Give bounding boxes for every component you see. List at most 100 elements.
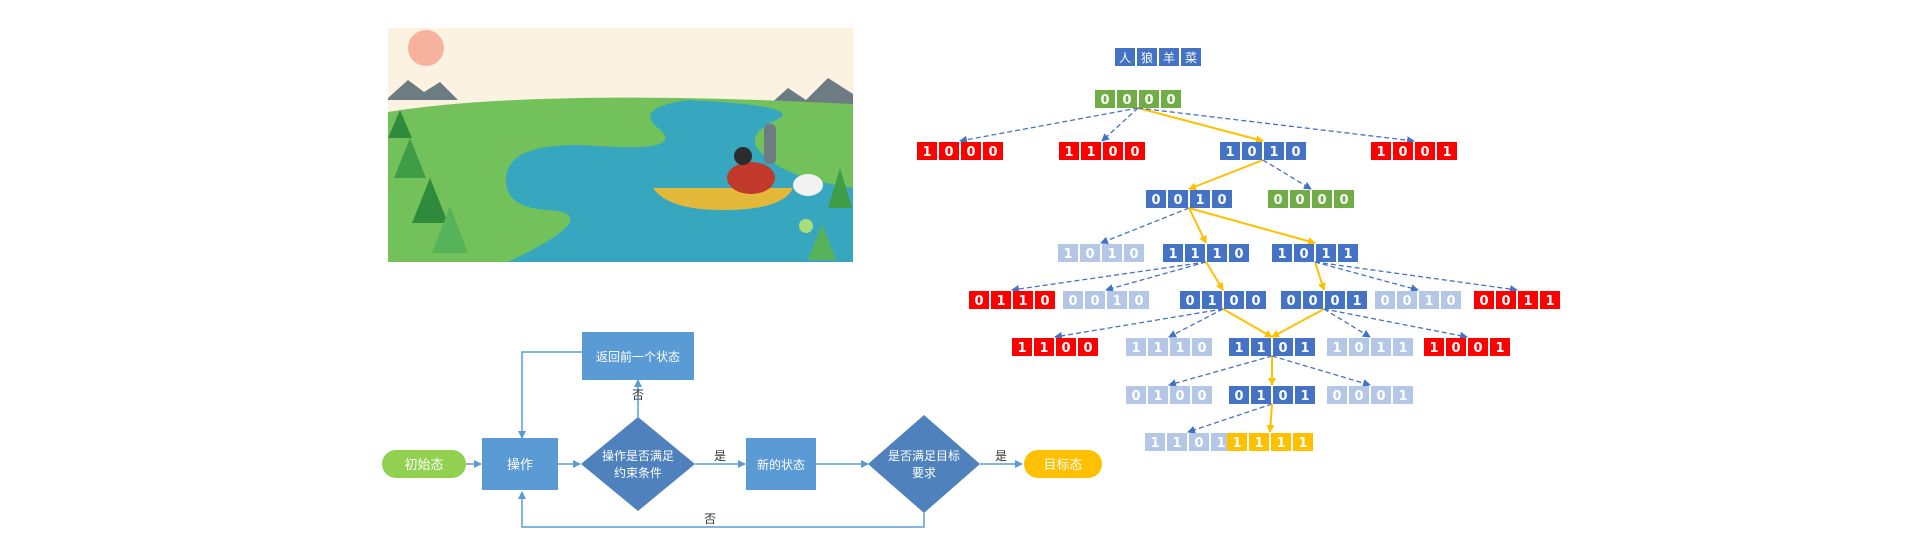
state-digit-cell: [1273, 338, 1293, 356]
state-digit: 1: [1321, 247, 1330, 262]
state-digit-cell: [1095, 90, 1115, 108]
header-char: 菜: [1185, 51, 1197, 65]
state-digit: 0: [1122, 93, 1131, 108]
state-digit-cell: [1281, 291, 1301, 309]
state-digit: 1: [1172, 436, 1181, 451]
state-digit: 1: [1107, 247, 1116, 262]
state-digit-cell: [1102, 244, 1122, 262]
state-digit: 0: [1083, 341, 1092, 356]
state-digit-cell: [1192, 338, 1212, 356]
state-digit-cell: [1327, 386, 1347, 404]
tree-edge: [1168, 308, 1224, 338]
state-digit: 1: [1332, 341, 1341, 356]
tree-icon: [828, 168, 852, 208]
state-digit: 1: [1175, 341, 1184, 356]
state-digit: 1: [922, 145, 931, 160]
state-digit-cell: [1035, 291, 1055, 309]
state-digit-cell: [1295, 338, 1315, 356]
goal-check-diamond: [868, 415, 980, 513]
state-digit-cell: [1126, 338, 1146, 356]
state-digit-cell: [1272, 244, 1292, 262]
state-digit: 1: [1398, 389, 1407, 404]
tree-edge: [1137, 107, 1415, 145]
state-digit: 1: [1190, 247, 1199, 262]
state-digit-cell: [1393, 386, 1413, 404]
state-digit: 1: [1495, 341, 1504, 356]
state-digit-cell: [1180, 291, 1200, 309]
operate-label: 操作: [507, 457, 533, 473]
state-digit-cell: [1294, 244, 1314, 262]
goal-state-pill: [1024, 450, 1102, 478]
state-digit-cell: [1207, 244, 1227, 262]
mountain-left: [388, 80, 458, 100]
operate-box: [482, 438, 558, 490]
header-char: 狼: [1141, 50, 1153, 65]
mountain-right: [768, 78, 853, 108]
tree-icon: [808, 224, 836, 260]
state-digit: 1: [1254, 436, 1263, 451]
state-digit-cell: [1202, 291, 1222, 309]
tree-edge: [1314, 261, 1326, 291]
state-digit: 1: [1523, 294, 1532, 309]
state-digit-cell: [1185, 244, 1205, 262]
state-digit-cell: [1170, 386, 1190, 404]
state-digit: 0: [1175, 389, 1184, 404]
state-digit: 1: [1168, 247, 1177, 262]
goal-state-label: 目标态: [1043, 458, 1082, 473]
tree-edge: [1266, 403, 1275, 433]
state-digit-cell: [1295, 386, 1315, 404]
state-digit-cell: [1170, 338, 1190, 356]
state-digit: 1: [1256, 389, 1265, 404]
river: [505, 100, 853, 262]
state-digit-cell: [1251, 386, 1271, 404]
state-digit: 1: [1234, 341, 1243, 356]
tree-edge: [1271, 355, 1371, 387]
start-state-pill: [382, 450, 466, 478]
state-digit-cell: [1212, 190, 1232, 208]
state-digit-cell: [1468, 338, 1488, 356]
state-digit: 0: [1317, 193, 1326, 208]
state-digit: 0: [966, 145, 975, 160]
state-digit-cell: [1081, 142, 1101, 160]
state-digit-cell: [1139, 90, 1159, 108]
state-digit: 1: [1343, 247, 1352, 262]
state-digit: 0: [1291, 145, 1300, 160]
state-digit: 1: [1064, 145, 1073, 160]
state-digit-cell: [1085, 291, 1105, 309]
state-digit: 1: [1298, 436, 1307, 451]
tree-edge: [959, 107, 1139, 144]
tree-edge: [1011, 261, 1207, 293]
state-digit: 1: [1300, 341, 1309, 356]
state-digit: 1: [1300, 389, 1309, 404]
tree-edge: [1100, 207, 1190, 245]
cabbage-icon: [799, 219, 813, 233]
state-digit: 1: [1256, 341, 1265, 356]
state-digit-cell: [1264, 142, 1284, 160]
state-digit-cell: [1474, 291, 1494, 309]
state-digit: 0: [1286, 294, 1295, 309]
sun-icon: [408, 30, 444, 66]
state-digit-cell: [1349, 386, 1369, 404]
state-digit: 1: [1017, 341, 1026, 356]
state-digit: 0: [1332, 389, 1341, 404]
state-digit-cell: [1013, 291, 1033, 309]
goal-no-label: 否: [704, 512, 716, 526]
state-digit: 0: [1278, 341, 1287, 356]
state-digit: 0: [1197, 341, 1206, 356]
state-digit-cell: [939, 142, 959, 160]
state-digit: 0: [1308, 294, 1317, 309]
state-digit: 1: [1398, 341, 1407, 356]
state-digit: 0: [1061, 341, 1070, 356]
state-digit-cell: [1056, 338, 1076, 356]
